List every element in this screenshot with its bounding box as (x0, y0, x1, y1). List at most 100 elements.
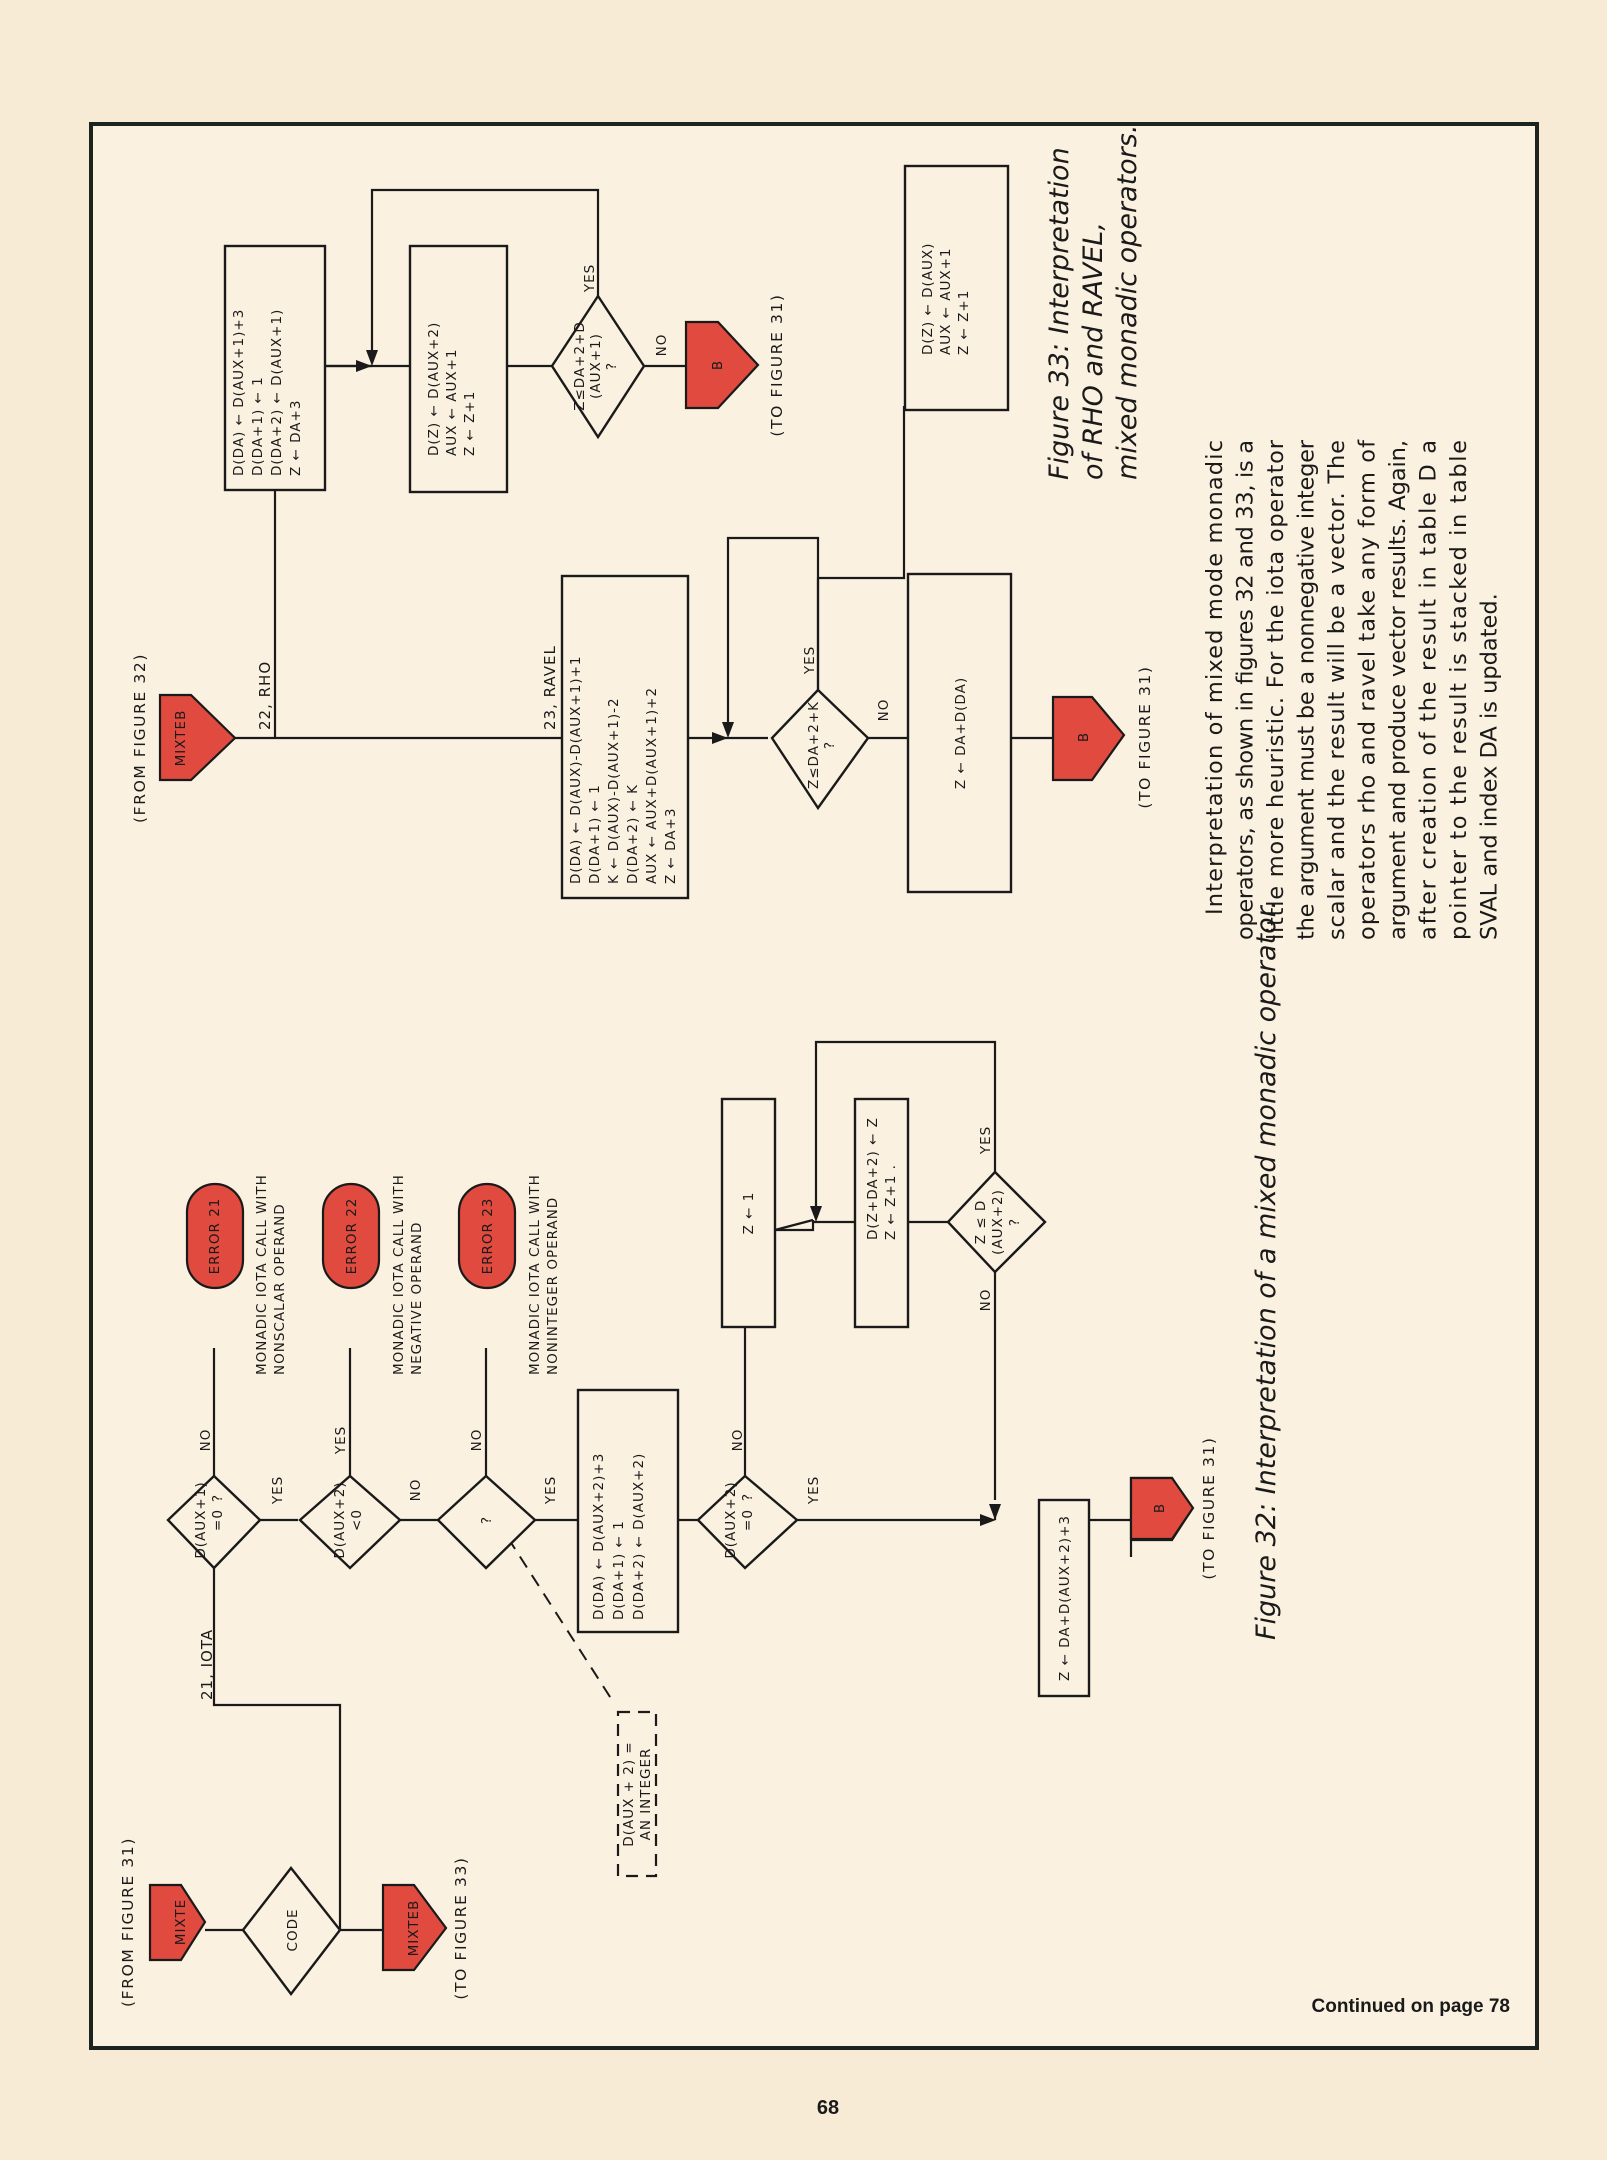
annotation-line2: AN INTEGER (638, 1748, 654, 1841)
process-final-iota: Z ← DA+D(AUX+2)+3 (1037, 1498, 1091, 1698)
rho-box-line1: D(DA) ← D(AUX+1)+3 (231, 309, 247, 476)
rho-b-note: (TO FIGURE 31) (768, 293, 786, 436)
error-21-msg-2: NONSCALAR OPERAND (272, 1203, 288, 1375)
d5-line1: Z ≤ D (973, 1200, 989, 1245)
ravel-loop-line2: AUX ← AUX+1 (938, 247, 954, 355)
d2-no: NO (408, 1479, 424, 1502)
rho-b-exit-connector: B (TO FIGURE 31) (684, 293, 786, 437)
error-22-msg-1: MONADIC IOTA CALL WITH (391, 1174, 407, 1375)
decision-aux2-negative: D(AUX+2) <0 YES NO (298, 1426, 424, 1570)
rho-dec-yes: YES (582, 264, 598, 293)
rho-branch-label: 22, RHO (256, 661, 274, 730)
body-line: operators rho and ravel take any form of (1355, 439, 1381, 940)
d3-line1: ? (479, 1516, 495, 1524)
rho-b-label: B (710, 360, 726, 370)
mixte-note: (FROM FIGURE 31) (119, 1837, 137, 2007)
error-21-label: ERROR 21 (207, 1198, 223, 1275)
d5-no: NO (978, 1289, 994, 1312)
fig33-connectors (235, 188, 1053, 740)
body-line: the argument must be a nonnegative integ… (1294, 439, 1320, 940)
code-label: CODE (285, 1909, 301, 1952)
ravel-final-line1: Z ← DA+D(DA) (953, 677, 969, 789)
p2-line1: Z ← 1 (741, 1192, 757, 1235)
d4-no: NO (730, 1429, 746, 1452)
ravel-dec-line1: Z≤DA+2+K (806, 701, 822, 789)
error-23-msg-1: MONADIC IOTA CALL WITH (527, 1174, 543, 1375)
rho-box-line2: D(DA+1) ← 1 (250, 376, 266, 476)
code-decision: CODE (241, 1866, 342, 1996)
figure-33-caption-line1: Figure 33: Interpretation (1044, 147, 1075, 480)
mixteb-entry-note: (FROM FIGURE 32) (131, 653, 149, 823)
ravel-loop-line3: Z ← Z+1 (956, 290, 972, 355)
p1-line2: D(DA+1) ← 1 (611, 1520, 627, 1620)
rho-box-line3: D(DA+2) ← D(AUX+1) (269, 309, 285, 476)
ravel-dec-no: NO (876, 699, 892, 722)
ravel-loop-line1: D(Z) ← D(AUX) (920, 243, 936, 355)
figure-33-caption: Figure 33: Interpretation of RHO and RAV… (1044, 125, 1143, 480)
decision-aux2-equals-zero: D(AUX+2) =0 ? NO YES (696, 1429, 822, 1570)
error-23-label: ERROR 23 (480, 1198, 496, 1275)
d1-line1: D(AUX+1) (193, 1481, 209, 1558)
page-number: 68 (817, 2097, 839, 2119)
rho-dec-line3: ? (604, 362, 620, 370)
fig32-b-note: (TO FIGURE 31) (1200, 1436, 1218, 1579)
d2-yes: YES (333, 1426, 349, 1455)
rho-init-box: D(DA) ← D(AUX+1)+3 D(DA+1) ← 1 D(DA+2) ←… (223, 244, 327, 492)
iota-branch-label: 21, IOTA (198, 1629, 216, 1700)
body-line: Interpretation of mixed mode monadic (1202, 440, 1228, 915)
ravel-init-box: D(DA) ← D(AUX)-D(AUX+1)+1 D(DA+1) ← 1 K … (560, 574, 690, 900)
figure-32: MIXTE (FROM FIGURE 31) CODE MIXTEB (TO F… (119, 900, 1282, 2007)
ravel-final-box: Z ← DA+D(DA) (906, 572, 1013, 894)
body-line: scalar and the result will be a vector. … (1324, 440, 1350, 940)
error-21-terminator: ERROR 21 MONADIC IOTA CALL WITH NONSCALA… (185, 1174, 288, 1375)
ravel-b-note: (TO FIGURE 31) (1136, 665, 1154, 808)
body-line: operators, as shown in figures 32 and 33… (1233, 440, 1259, 940)
rho-dec-line1: Z≤DA+2+D (572, 321, 588, 411)
rho-loop-box: D(Z) ← D(AUX+2) AUX ← AUX+1 Z ← Z+1 (408, 244, 509, 494)
d2-line1: D(AUX+2) (332, 1481, 348, 1558)
body-line: pointer to the result is stacked in tabl… (1446, 440, 1472, 940)
fig32-arrowheads (810, 1206, 1001, 1526)
d5-line2: (AUX+2) (990, 1189, 1006, 1255)
d4-line2: =0 (740, 1509, 756, 1531)
ravel-b-exit-connector: B (TO FIGURE 31) (1051, 665, 1154, 809)
figure-33: MIXTEB (FROM FIGURE 32) 22, RHO 23, RAVE… (131, 125, 1154, 900)
d5-yes: YES (978, 1126, 994, 1155)
p3-line2: Z ← Z+1 . (883, 1164, 899, 1240)
fig32-b-exit-connector: B (TO FIGURE 31) (1129, 1436, 1218, 1580)
continued-note: Continued on page 78 (1312, 1996, 1510, 2017)
mixte-label: MIXTE (173, 1899, 189, 1945)
integer-annotation: D(AUX + 2) = AN INTEGER (616, 1710, 658, 1878)
d5-line3: ? (1007, 1218, 1023, 1226)
ravel-box-line5: AUX ← AUX+D(AUX+1)+2 (644, 687, 660, 884)
rho-loop-line3: Z ← Z+1 (462, 391, 478, 456)
process-z-init: Z ← 1 (720, 1097, 777, 1329)
decision-integer-check: ? NO YES (436, 1429, 559, 1570)
mixteb-exit-label: MIXTEB (406, 1900, 422, 1957)
body-line: SVAL and index DA is updated. (1477, 593, 1503, 940)
body-line: argument and produce vector results. Aga… (1385, 440, 1411, 940)
annotation-line1: D(AUX + 2) = (621, 1741, 637, 1846)
rho-loop-decision: Z≤DA+2+D (AUX+1) ? YES NO (550, 264, 670, 440)
process-init-iota: D(DA) ← D(AUX+2)+3 D(DA+1) ← 1 D(DA+2) ←… (576, 1388, 680, 1634)
d3-no: NO (469, 1429, 485, 1452)
error-22-terminator: ERROR 22 MONADIC IOTA CALL WITH NEGATIVE… (321, 1174, 425, 1375)
ravel-loop-decision: Z≤DA+2+K ? YES NO (770, 646, 892, 811)
mixteb-entry-connector: MIXTEB (FROM FIGURE 32) (131, 653, 237, 823)
d4-line1: D(AUX+2) (723, 1481, 739, 1558)
mixteb-exit-note: (TO FIGURE 33) (452, 1856, 470, 1999)
d2-line2: <0 (349, 1509, 365, 1531)
rho-loop-line2: AUX ← AUX+1 (444, 348, 460, 456)
process-fill-vector: D(Z+DA+2) ← Z Z ← Z+1 . (853, 1097, 910, 1329)
fig32-b-label: B (1152, 1503, 1168, 1513)
ravel-dec-yes: YES (802, 646, 818, 675)
error-21-msg-1: MONADIC IOTA CALL WITH (254, 1174, 270, 1375)
error-22-label: ERROR 22 (344, 1198, 360, 1275)
rho-dec-no: NO (654, 334, 670, 357)
d1-yes: YES (270, 1476, 286, 1505)
d4-yes: YES (806, 1476, 822, 1505)
p1-line3: D(DA+2) ← D(AUX+2) (631, 1453, 647, 1620)
error-23-terminator: ERROR 23 MONADIC IOTA CALL WITH NONINTEG… (457, 1174, 561, 1375)
ravel-b-label: B (1076, 732, 1092, 742)
error-22-msg-2: NEGATIVE OPERAND (409, 1222, 425, 1375)
